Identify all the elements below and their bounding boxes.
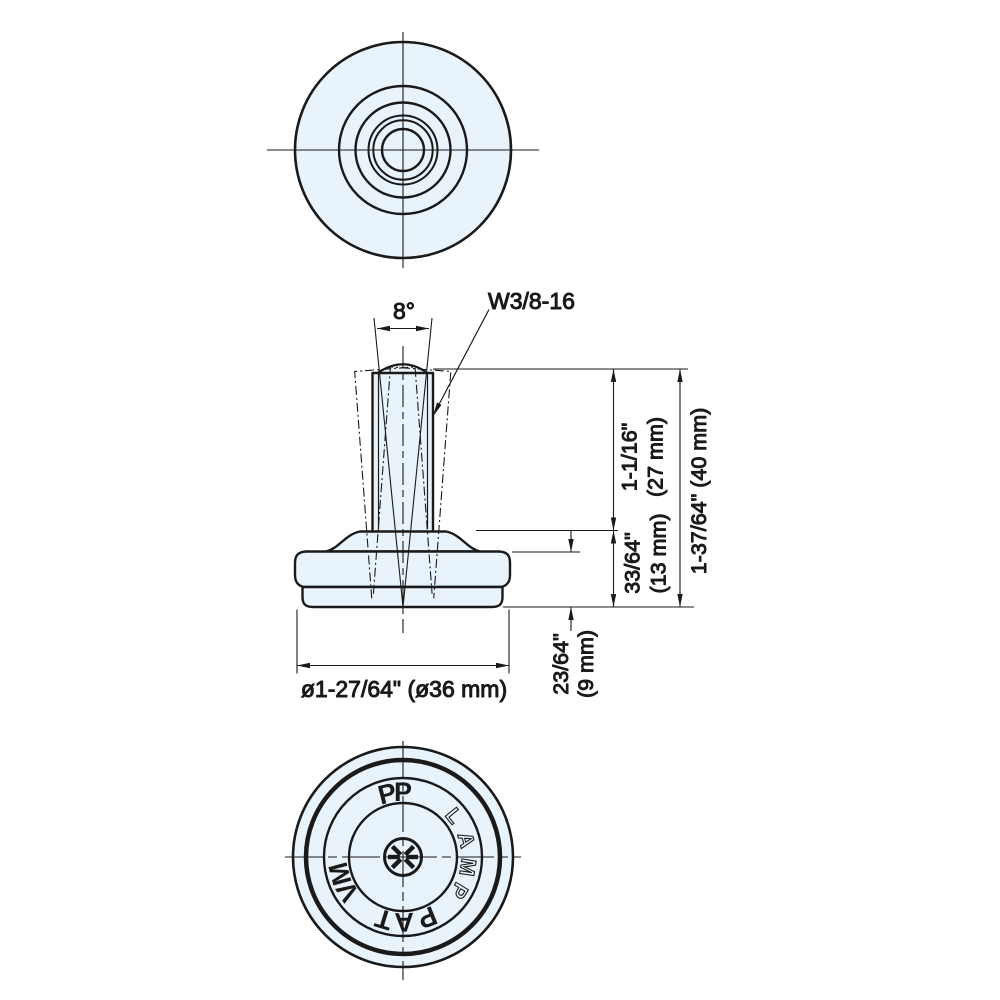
top-view <box>267 32 539 268</box>
angle-label: 8° <box>393 298 415 324</box>
thread-label: W3/8-16 <box>488 288 575 314</box>
dim-stem-height-mm: (27 mm) <box>644 417 668 497</box>
side-view: 8° W3/8-16 1-1/16" (27 mm) 33/64" (13 mm… <box>293 288 712 703</box>
dim-arrow <box>610 530 617 544</box>
dim-arrow <box>610 594 617 607</box>
dim-arrow <box>568 607 574 620</box>
dim-base-height-mm: (13 mm) <box>647 513 671 593</box>
dim-stem-height-inch: 1-1/16" <box>618 423 642 492</box>
dim-base-height-inch: 33/64" <box>621 532 645 593</box>
thread-leader-arrowhead <box>433 402 442 417</box>
dim-arrow <box>677 594 683 607</box>
angle-extent-line-right <box>402 317 433 608</box>
dim-arrow <box>610 517 617 531</box>
dim-diameter: ø1-27/64" (ø36 mm) <box>301 676 507 702</box>
ring-letter: M <box>454 857 479 878</box>
dim-arrow <box>610 369 617 382</box>
angle-extent-line-left <box>373 317 404 608</box>
ring-letter: A <box>453 830 479 851</box>
ring-letter: P <box>394 777 412 807</box>
angle-arrow-right <box>416 325 429 332</box>
thread-leader-line <box>433 309 490 414</box>
angle-arrow-left <box>377 325 390 332</box>
dim-arrow <box>297 662 310 669</box>
dim-arrow <box>496 662 509 669</box>
dim-pad-height-inch: 23/64" <box>549 633 573 694</box>
dim-arrow <box>677 369 683 382</box>
phantom-stem-right <box>372 366 452 599</box>
dim-pad-height-mm: (9 mm) <box>574 630 598 698</box>
dim-arrow <box>568 539 574 552</box>
bottom-view: P P L A M P P A T V M <box>285 741 521 980</box>
phantom-stem-left <box>354 366 433 599</box>
ring-letter: A <box>394 907 414 937</box>
dim-total-height: 1-37/64" (40 mm) <box>687 408 711 575</box>
